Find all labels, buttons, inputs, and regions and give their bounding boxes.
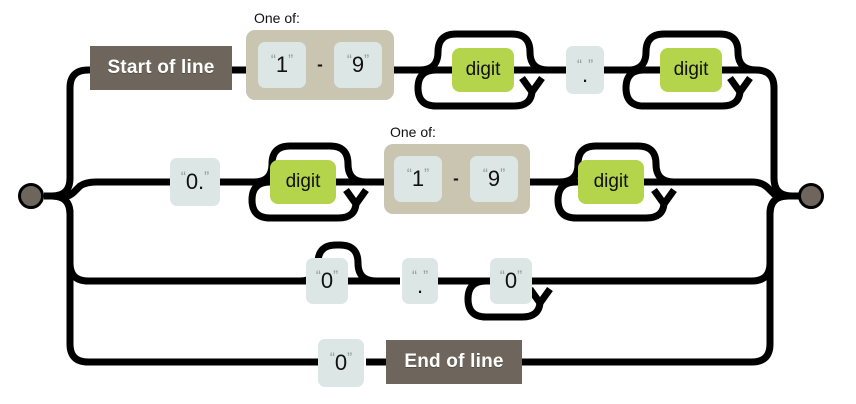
quote-close-icon: ” [204,168,210,186]
end-of-line-label: End of line [404,351,504,372]
literal-dot-row3[interactable]: “.” [402,258,438,304]
wire-left-to-row1 [44,66,92,200]
nonterminal-label: digit [673,59,709,80]
quote-open-icon: “ [180,168,186,186]
literal-9-row1[interactable]: “9” [334,42,382,88]
wire-r1-digit2-arrow [727,75,753,96]
literal-0-row3-a[interactable]: “0” [306,258,348,304]
range-dash-row2: - [453,169,459,188]
nonterminal-digit-row2-a[interactable]: digit [270,160,336,204]
literal-value: 0. [185,169,205,194]
wire-r2-digit1-loop [248,178,360,222]
literal-value: 1 [275,52,289,77]
wire-row1-to-right [755,66,812,200]
start-point [18,183,44,209]
literal-9-row2[interactable]: “9” [470,156,518,202]
end-of-line-anchor[interactable]: End of line [386,340,522,384]
literal-0-row4[interactable]: “0” [318,339,364,387]
literal-value: 0 [504,268,518,293]
range-dash-row1: - [317,55,323,74]
end-point [798,183,824,209]
wire-r3-zero2-loop [464,277,544,321]
quote-open-icon: “ [270,51,276,69]
wire-r2-digit2-arrow [651,187,677,208]
literal-dot-row1[interactable]: “.” [566,46,604,94]
quote-open-icon: “ [499,267,505,285]
literal-value: 9 [351,52,365,77]
literal-value: 0 [334,350,348,375]
literal-value: . [416,273,424,298]
nonterminal-digit-row1-a[interactable]: digit [452,48,514,92]
wire-r1-digit2-bypass [627,30,757,74]
wire-left-to-row2 [44,178,170,200]
quote-open-icon: “ [482,165,488,183]
quote-open-icon: “ [346,51,352,69]
start-of-line-label: Start of line [107,57,215,78]
nonterminal-label: digit [465,59,501,80]
wire-r2-digit2-loop [554,178,668,222]
quote-close-icon: ” [347,349,353,367]
quote-open-icon: “ [411,267,417,285]
one-of-label-row2: One of: [390,124,436,140]
quote-close-icon: ” [423,267,429,285]
quote-open-icon: “ [406,165,412,183]
literal-0dot-row2[interactable]: “0.” [170,158,220,206]
wire-r1-digit1-loop [414,66,536,110]
quote-open-icon: “ [329,349,335,367]
nonterminal-label: digit [285,171,321,192]
nonterminal-label: digit [593,171,629,192]
wire-r2-digit1-arrow [343,187,369,208]
literal-1-row2[interactable]: “1” [394,156,442,202]
wire-r1-digit2-loop [622,66,744,110]
literal-value: 9 [487,166,501,191]
literal-0-row3-b[interactable]: “0” [490,258,532,304]
one-of-label-row1: One of: [254,10,300,26]
start-of-line-anchor[interactable]: Start of line [90,46,232,90]
nonterminal-digit-row2-b[interactable]: digit [578,160,644,204]
nonterminal-digit-row1-b[interactable]: digit [660,48,722,92]
quote-open-icon: “ [576,56,582,74]
literal-1-row1[interactable]: “1” [258,42,306,88]
wire-row4-to-right [751,192,812,366]
wire-r1-digit1-arrow [519,75,545,96]
literal-value: 1 [411,166,425,191]
quote-close-icon: ” [333,267,339,285]
wire-left-to-row4 [44,192,300,366]
wire-r2-digit2-bypass [559,142,675,186]
quote-close-icon: ” [517,267,523,285]
quote-open-icon: “ [315,267,321,285]
wire-row3-to-right [751,192,812,285]
wire-r3-zero2-arrow [527,286,553,307]
quote-close-icon: ” [288,51,294,69]
quote-close-icon: ” [424,165,430,183]
literal-value: 0 [320,268,334,293]
quote-close-icon: ” [500,165,506,183]
quote-close-icon: ” [364,51,370,69]
quote-close-icon: ” [588,56,594,74]
wire-r1-digit1-bypass [419,30,549,74]
literal-value: . [581,62,589,87]
